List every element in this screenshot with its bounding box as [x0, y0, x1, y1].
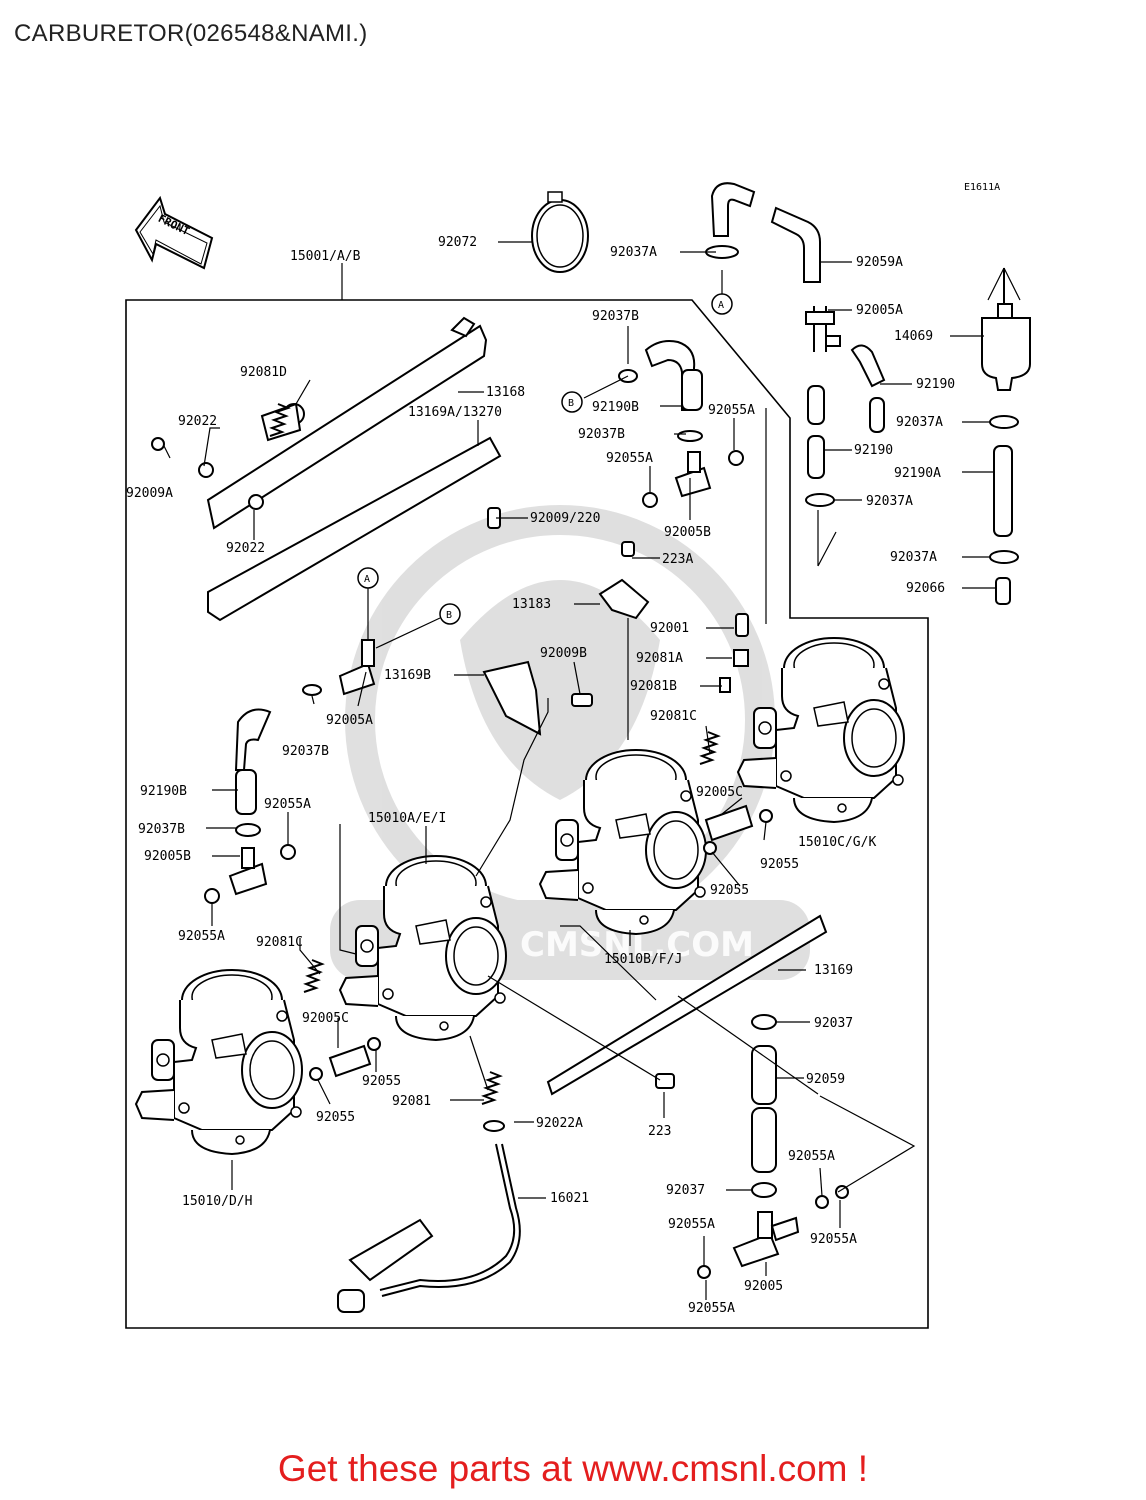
- part-label: 15010A/E/I: [368, 811, 446, 826]
- part-label: 92081C: [256, 935, 303, 950]
- part-label: 92081D: [240, 365, 287, 380]
- part-label: 15010/D/H: [182, 1194, 252, 1209]
- part-label: 15010C/G/K: [798, 835, 876, 850]
- part-label: 92022A: [536, 1116, 583, 1131]
- part-label: 92066: [906, 581, 945, 596]
- part-label: 92055A: [708, 403, 755, 418]
- part-label: 92190A: [894, 466, 941, 481]
- vent-hoses-drawing: [705, 182, 1019, 605]
- part-label: 92005B: [664, 525, 711, 540]
- part-labels: 15001/A/B 92072 92037A 92059A 92005A 140…: [126, 235, 955, 1316]
- part-label: 92059: [806, 1072, 845, 1087]
- callout-b-2: B: [446, 610, 452, 621]
- callout-a-2: A: [364, 574, 370, 585]
- part-label: 92037B: [592, 309, 639, 324]
- part-label: 223: [648, 1124, 671, 1139]
- part-label: 92005A: [326, 713, 373, 728]
- part-label: 92190B: [592, 400, 639, 415]
- part-label: 92190: [916, 377, 955, 392]
- part-label: 92022: [178, 414, 217, 429]
- part-label: 15010B/F/J: [604, 952, 682, 967]
- part-label: 92055A: [688, 1301, 735, 1316]
- part-label: 92081B: [630, 679, 677, 694]
- part-label: 92081A: [636, 651, 683, 666]
- assembly-frame: [125, 299, 929, 1329]
- callout-markers: [357, 293, 733, 625]
- part-label: 92005C: [302, 1011, 349, 1026]
- part-label: 92009B: [540, 646, 587, 661]
- part-label: 13183: [512, 597, 551, 612]
- part-label: 92005: [744, 1279, 783, 1294]
- part-label: 13169: [814, 963, 853, 978]
- cmsnl-shop-link[interactable]: Get these parts at www.cmsnl.com !: [277, 1448, 869, 1489]
- part-label: 92005C: [696, 785, 743, 800]
- leader-lines: [163, 241, 1021, 1300]
- part-label: 92037: [814, 1016, 853, 1031]
- carburetor-2: [339, 855, 507, 1041]
- part-label: 92055: [760, 857, 799, 872]
- part-label: 92037B: [282, 744, 329, 759]
- part-label: 92055: [316, 1110, 355, 1125]
- part-label: 92055A: [668, 1217, 715, 1232]
- page-title: CARBURETOR(026548&NAMI.): [14, 20, 368, 47]
- part-label: 92059A: [856, 255, 903, 270]
- part-label: 92009/220: [530, 511, 600, 526]
- part-label: 92055A: [606, 451, 653, 466]
- part-label: 92005B: [144, 849, 191, 864]
- diagram-code: E1611A: [964, 182, 1000, 193]
- parts-diagram: CMSNL.COM FRONT E1611A: [125, 182, 1031, 1329]
- part-label: 223A: [662, 552, 693, 567]
- part-label: 92037A: [896, 415, 943, 430]
- part-label: 92037A: [890, 550, 937, 565]
- part-label: 92055: [362, 1074, 401, 1089]
- part-label: 92037A: [866, 494, 913, 509]
- part-label: 13168: [486, 385, 525, 400]
- part-label: 92037B: [578, 427, 625, 442]
- part-label: 92190B: [140, 784, 187, 799]
- mounting-plates-drawing: [151, 316, 828, 1096]
- part-label: 16021: [550, 1191, 589, 1206]
- part-label: 92009A: [126, 486, 173, 501]
- part-label: 13169B: [384, 668, 431, 683]
- part-label: 92055A: [178, 929, 225, 944]
- part-label: 92081: [392, 1094, 431, 1109]
- cable-clamp-drawing: [531, 191, 589, 273]
- part-label: 92005A: [856, 303, 903, 318]
- fuel-filter-drawing: [981, 268, 1031, 391]
- part-label: 92001: [650, 621, 689, 636]
- part-label: 13169A/13270: [408, 405, 502, 420]
- part-label: 92055A: [810, 1232, 857, 1247]
- fittings-drawing: [204, 340, 849, 1279]
- part-label: 92055A: [788, 1149, 835, 1164]
- part-label: 92081C: [650, 709, 697, 724]
- callout-b-1: B: [568, 398, 574, 409]
- part-label: 92072: [438, 235, 477, 250]
- part-label: 92037A: [610, 245, 657, 260]
- part-label: 92055: [710, 883, 749, 898]
- part-label: 92190: [854, 443, 893, 458]
- part-label: 92055A: [264, 797, 311, 812]
- part-label: 14069: [894, 329, 933, 344]
- callout-a-1: A: [718, 300, 724, 311]
- part-label: 92037B: [138, 822, 185, 837]
- part-label: 92022: [226, 541, 265, 556]
- carburetor-1: [135, 969, 303, 1155]
- front-arrow-icon: [134, 195, 214, 270]
- part-label: 92037: [666, 1183, 705, 1198]
- part-label: 15001/A/B: [290, 249, 361, 264]
- throttle-cable-drawing: [337, 1143, 521, 1313]
